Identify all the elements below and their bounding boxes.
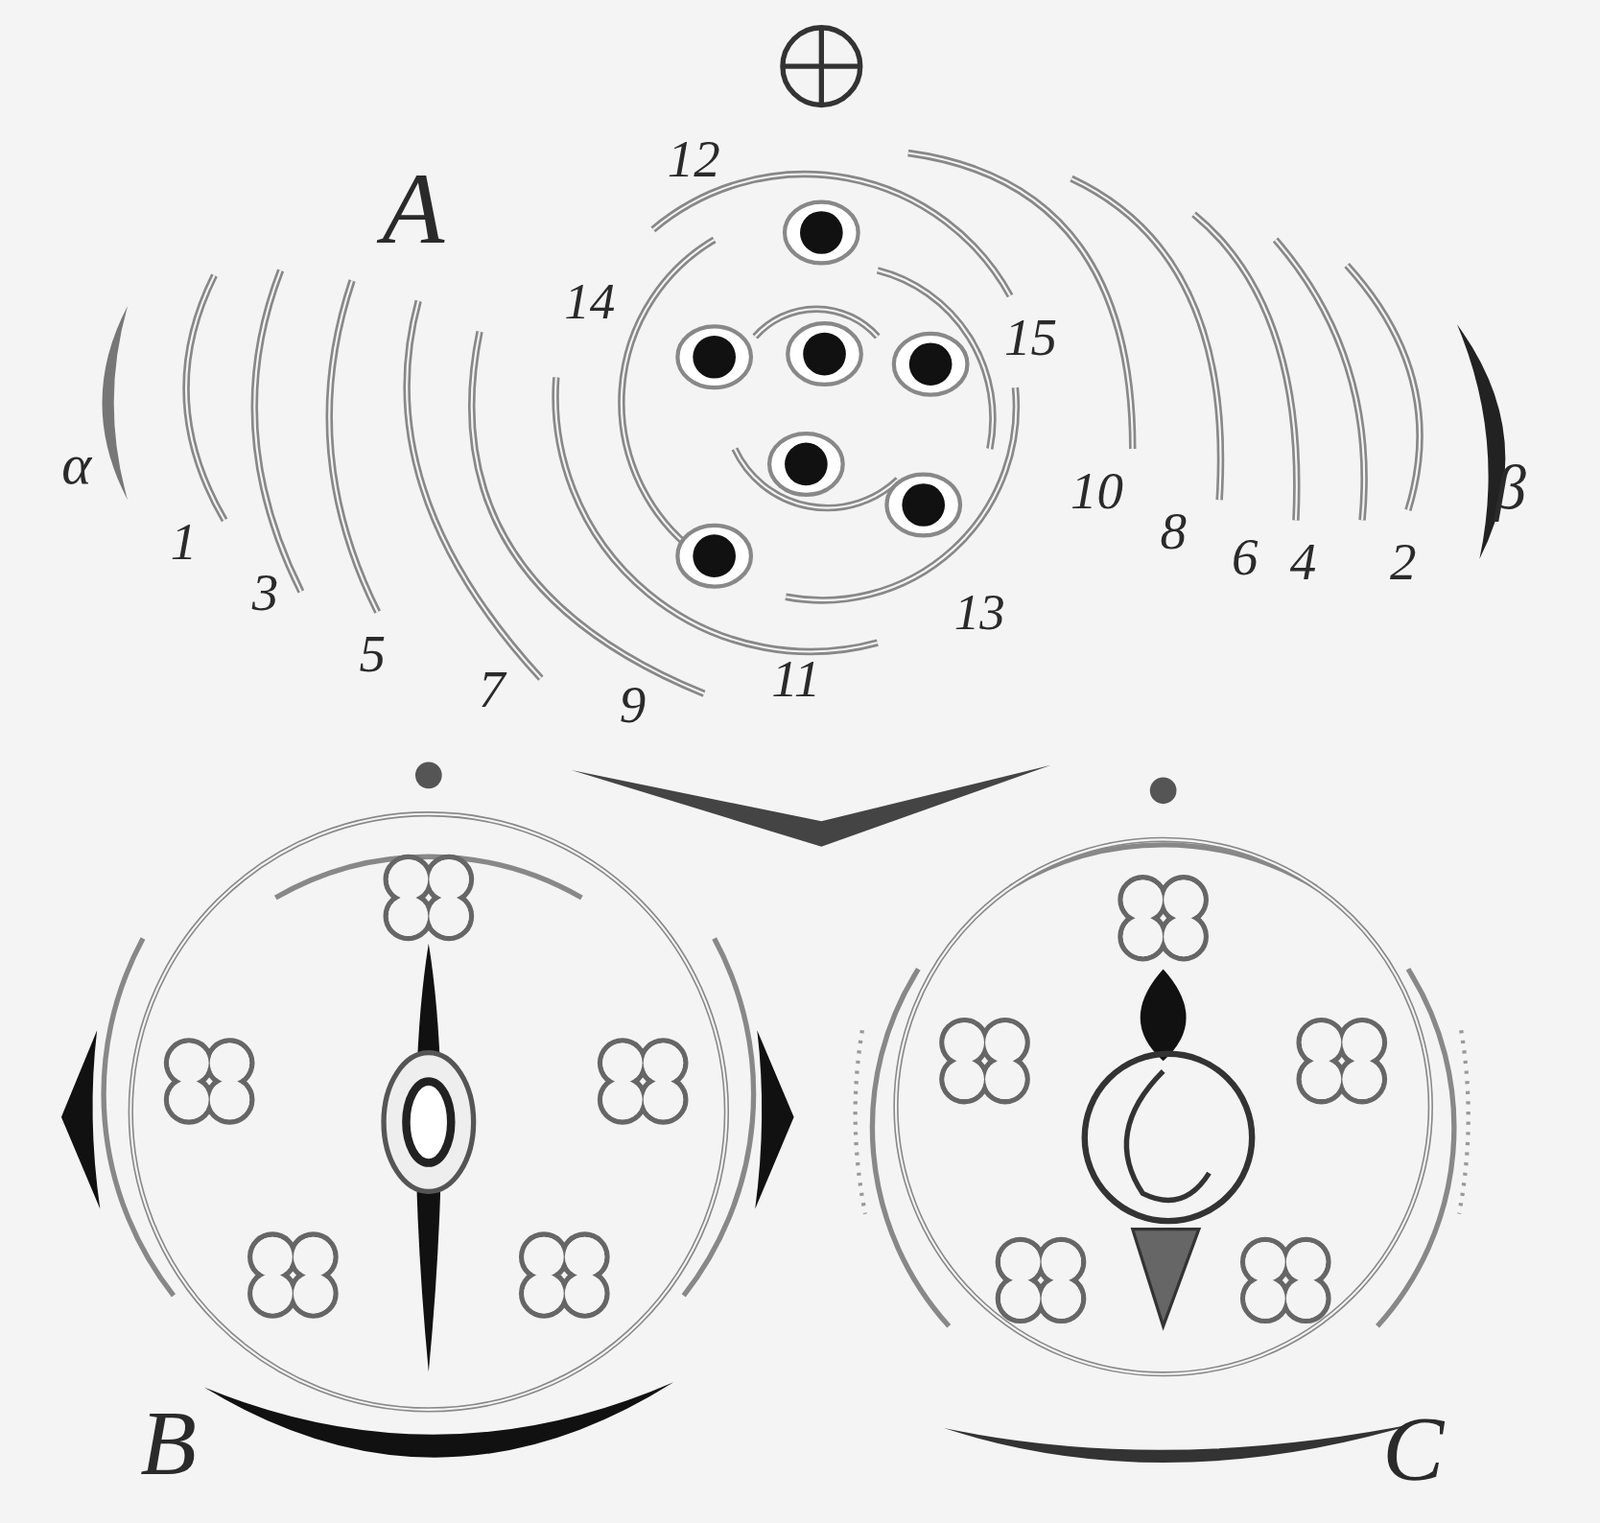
callout-number: 1 bbox=[170, 514, 198, 567]
callout-number: 8 bbox=[1160, 504, 1188, 558]
callout-number: 11 bbox=[771, 652, 821, 706]
figure-letter: A bbox=[381, 158, 445, 260]
callout-number: 9 bbox=[619, 678, 647, 731]
callout-number: 10 bbox=[1070, 463, 1124, 517]
figure-letter: B bbox=[140, 1397, 197, 1490]
callout-number: 4 bbox=[1290, 535, 1318, 589]
figure-letter: C bbox=[1382, 1403, 1444, 1496]
callout-number: 5 bbox=[359, 626, 387, 680]
callout-number: 13 bbox=[954, 587, 1006, 638]
callout-number: 15 bbox=[1004, 310, 1058, 364]
callout-number: 12 bbox=[667, 131, 721, 185]
callout-number: α bbox=[61, 436, 92, 494]
callout-number: 2 bbox=[1389, 535, 1417, 589]
callout-number: 14 bbox=[564, 275, 615, 327]
callout-number: β bbox=[1494, 455, 1527, 519]
callout-number: 7 bbox=[478, 662, 506, 716]
callout-number: 3 bbox=[252, 564, 280, 618]
callout-number: 6 bbox=[1231, 529, 1259, 583]
